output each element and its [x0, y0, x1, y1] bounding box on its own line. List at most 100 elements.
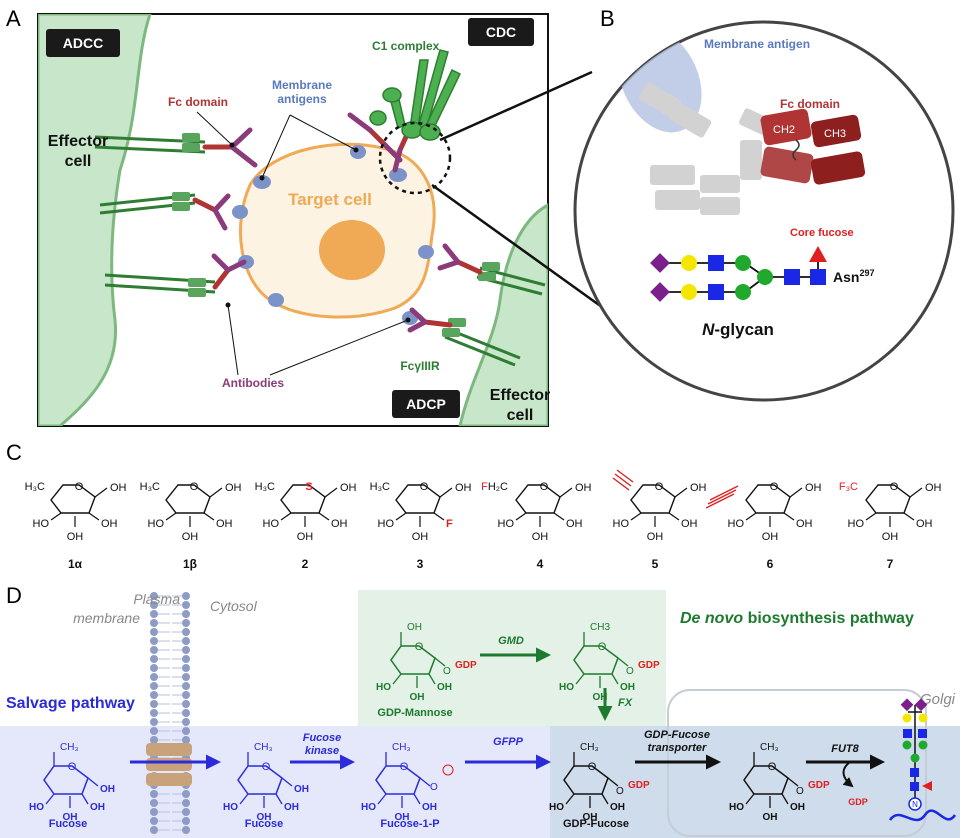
ho-label: HO [549, 802, 564, 813]
gdp-label: GDP [455, 660, 477, 671]
lipid-head [182, 664, 190, 672]
oh-label: OH [796, 518, 813, 530]
ring-atom: S [305, 481, 312, 493]
panel-d: D Plasma membrane Cytosol Salvage pathwa… [0, 583, 960, 838]
phosphate-charge [442, 764, 454, 776]
bond [413, 793, 421, 805]
lipid-head [150, 700, 158, 708]
golgi-label: Golgi [920, 691, 956, 708]
compound-label: 7 [887, 557, 894, 571]
substituent-label: CH₃ [60, 742, 79, 753]
lipid-head [150, 673, 158, 681]
ring-atom: O [190, 481, 199, 493]
oh-label: OH [90, 802, 105, 813]
asn-label: Asn297 [833, 268, 874, 285]
label-pointers [196, 111, 409, 376]
ring-oxygen: O [68, 761, 77, 773]
ring-oxygen: O [262, 761, 271, 773]
panel-letter-d: D [6, 583, 22, 608]
effector-cell-left-label-1: Effector [48, 133, 108, 150]
lipid-head [182, 826, 190, 834]
pyranose-ring [865, 484, 911, 514]
lipid-head [182, 637, 190, 645]
oh-label: OH [422, 802, 437, 813]
effector-cell-right-label-2: cell [507, 407, 534, 424]
pyranose-ring [280, 484, 326, 514]
glycoprotein-icon: N [888, 698, 957, 822]
compound-label: 1α [68, 557, 83, 571]
bond [439, 487, 453, 498]
lipid-head [182, 628, 190, 636]
lipid-head [182, 727, 190, 735]
substituent-label: OH [407, 622, 422, 633]
oh-label: OH [225, 482, 242, 494]
lipid-head [150, 790, 158, 798]
lipid-head [182, 808, 190, 816]
adcp-badge [392, 390, 460, 418]
substituent-label: CH₃ [254, 742, 273, 753]
ho-label: HO [848, 518, 865, 530]
pyranose-ring [165, 484, 211, 514]
oh-label: OH [284, 802, 299, 813]
alkyne-bond [707, 489, 737, 505]
gdp-fucose-name: GDP-Fucose [563, 818, 629, 830]
de-novo-label: De novo biosynthesis pathway [680, 610, 914, 627]
bond [745, 512, 757, 521]
bond [668, 512, 680, 521]
lipid-head [182, 718, 190, 726]
bond [789, 487, 803, 498]
bond [617, 657, 629, 667]
oh-label: OH [925, 482, 942, 494]
antibody-icon [437, 243, 483, 275]
oh-label: OH [100, 784, 115, 795]
ch2-label: CH2 [773, 124, 795, 136]
oh-label: OH [690, 482, 707, 494]
bond [87, 777, 99, 787]
ho-label: HO [148, 518, 165, 530]
bond [553, 512, 565, 521]
lipid-head [182, 799, 190, 807]
compound-label: 2 [302, 557, 309, 571]
oh-label: OH [67, 531, 84, 543]
compound-label: 1β [183, 557, 197, 571]
svg-text:N: N [912, 800, 918, 809]
oh-label: OH [882, 531, 899, 543]
fucose-name-1: Fucose [49, 818, 88, 830]
ring-oxygen: O [598, 641, 607, 653]
plasma-membrane-label-2: membrane [73, 610, 140, 626]
oh-label: OH [410, 692, 425, 703]
pyranose-ring [50, 484, 96, 514]
oh-label: OH [395, 812, 410, 823]
alkyne-bond [705, 493, 735, 509]
bond [50, 512, 62, 521]
lipid-head [182, 736, 190, 744]
lipid-head [182, 610, 190, 618]
ring-atom: O [420, 481, 429, 493]
bond [611, 673, 619, 685]
n-glycan-structure [650, 246, 827, 302]
adcp-label: ADCP [406, 396, 446, 412]
fcgr-label: FcγIIIR [400, 359, 440, 373]
oh-label: OH [340, 482, 357, 494]
oh-label: OH [532, 531, 549, 543]
transporter-label-1: GDP-Fucose [644, 729, 710, 741]
oh-label: OH [620, 682, 635, 693]
fc-domain-label-b: Fc domain [780, 97, 840, 111]
compound-label: 4 [537, 557, 544, 571]
glycan-diamond-icon [650, 253, 670, 302]
lipid-head [150, 817, 158, 825]
bond [281, 777, 293, 787]
alkyne-bond [612, 477, 630, 491]
target-cell-label: Target cell [288, 190, 372, 209]
pyranose-ring [515, 484, 561, 514]
ho-label: HO [728, 518, 745, 530]
effector-cell-right-label-1: Effector [490, 387, 550, 404]
antibody-icon [192, 193, 231, 231]
oh-label: OH [297, 531, 314, 543]
